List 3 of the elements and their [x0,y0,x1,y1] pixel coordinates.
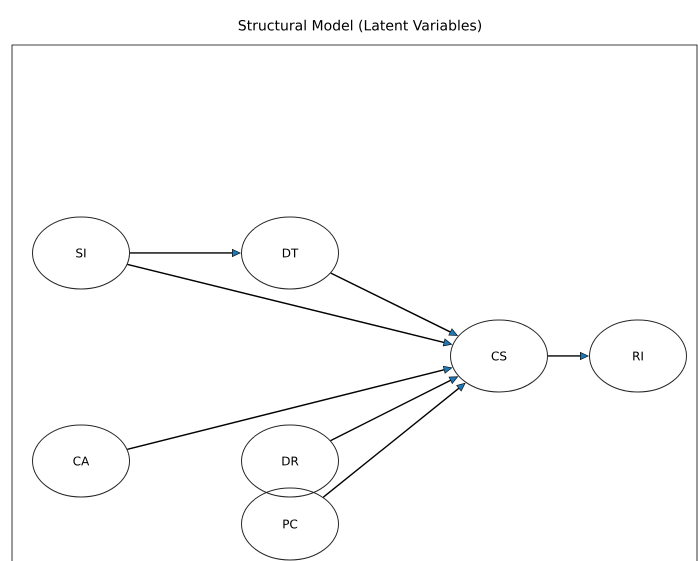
arrow [330,376,458,442]
diagram-title: Structural Model (Latent Variables) [238,20,482,32]
arrow [127,264,452,346]
